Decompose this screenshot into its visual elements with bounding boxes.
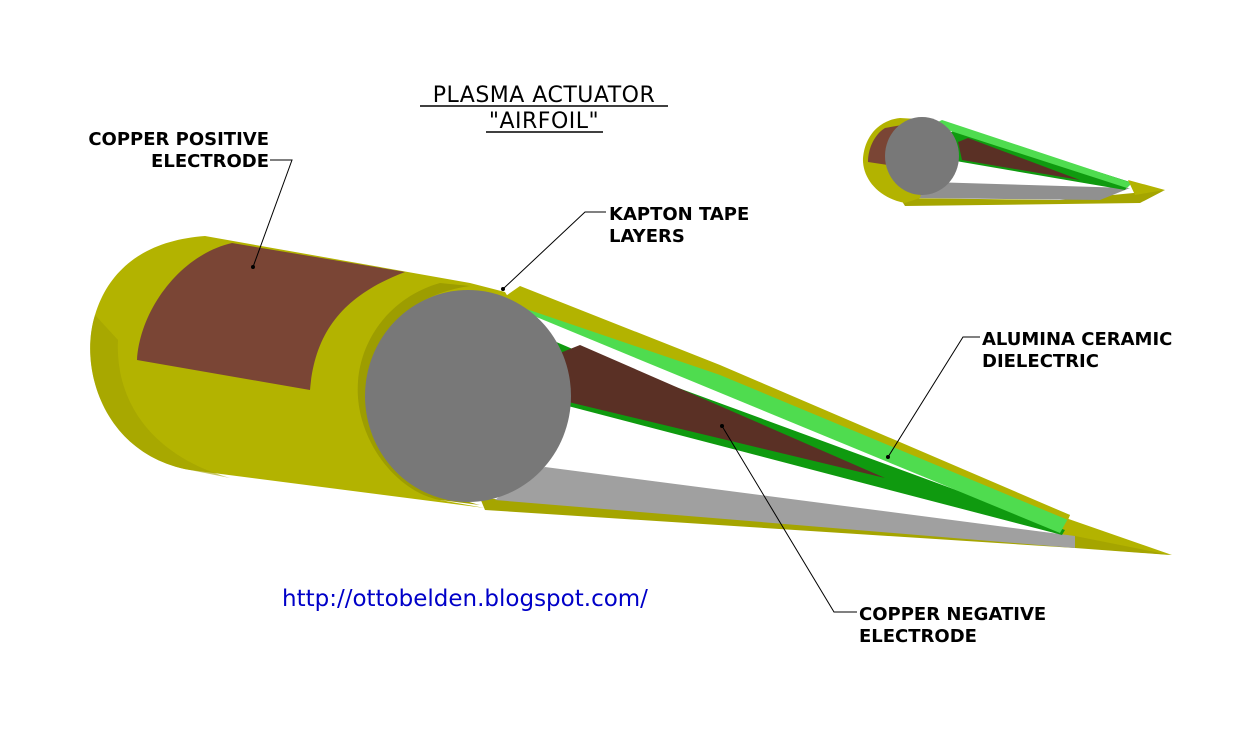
callout-copper-positive: COPPER POSITIVE ELECTRODE bbox=[88, 129, 293, 269]
copper-positive-leader bbox=[252, 159, 293, 268]
kapton-leader-dot bbox=[501, 287, 505, 291]
alumina-label-line-1: ALUMINA CERAMIC bbox=[982, 329, 1172, 350]
callout-kapton: KAPTON TAPE LAYERS bbox=[501, 204, 749, 291]
alumina-dielectric-top bbox=[500, 290, 1070, 533]
alumina-dielectric-dark bbox=[540, 335, 1065, 535]
blog-url: http://ottobelden.blogspot.com/ bbox=[282, 586, 648, 612]
callout-alumina: ALUMINA CERAMIC DIELECTRIC bbox=[886, 329, 1172, 459]
alumina-label-line-2: DIELECTRIC bbox=[982, 351, 1099, 372]
title-line-1: PLASMA ACTUATOR bbox=[433, 83, 656, 108]
copper-positive-label-line-2: ELECTRODE bbox=[151, 151, 269, 172]
copper-negative-electrode bbox=[555, 345, 885, 478]
copper-negative-label-line-1: COPPER NEGATIVE bbox=[859, 604, 1046, 625]
small-end-cap bbox=[885, 117, 959, 195]
airfoil-model-large bbox=[90, 236, 1172, 555]
bottom-plate bbox=[495, 467, 1075, 548]
kapton-top-layer bbox=[500, 286, 1070, 520]
kapton-label-line-1: KAPTON TAPE bbox=[609, 204, 749, 225]
small-copper-negative bbox=[958, 138, 1080, 180]
small-bottom-plate bbox=[915, 182, 1130, 200]
small-kapton-bottom bbox=[900, 190, 1165, 206]
callout-copper-negative: COPPER NEGATIVE ELECTRODE bbox=[720, 424, 1046, 647]
title-line-2: "AIRFOIL" bbox=[489, 109, 599, 134]
copper-positive-electrode bbox=[137, 243, 405, 390]
copper-negative-leader-dot bbox=[720, 424, 724, 428]
copper-negative-label-line-2: ELECTRODE bbox=[859, 626, 977, 647]
airfoil-model-small bbox=[862, 117, 1165, 206]
end-cap bbox=[365, 290, 571, 502]
kapton-cylinder-shade bbox=[90, 315, 230, 478]
small-alumina-top bbox=[932, 120, 1132, 188]
diagram-title: PLASMA ACTUATOR "AIRFOIL" bbox=[420, 83, 668, 134]
alumina-leader bbox=[887, 336, 980, 458]
copper-positive-leader-dot bbox=[251, 265, 255, 269]
kapton-label-line-2: LAYERS bbox=[609, 226, 685, 247]
small-kapton-tip bbox=[1128, 180, 1165, 195]
copper-negative-leader bbox=[721, 425, 857, 613]
alumina-leader-dot bbox=[886, 455, 890, 459]
kapton-leader bbox=[502, 211, 606, 290]
copper-positive-label-line-1: COPPER POSITIVE bbox=[88, 129, 269, 150]
